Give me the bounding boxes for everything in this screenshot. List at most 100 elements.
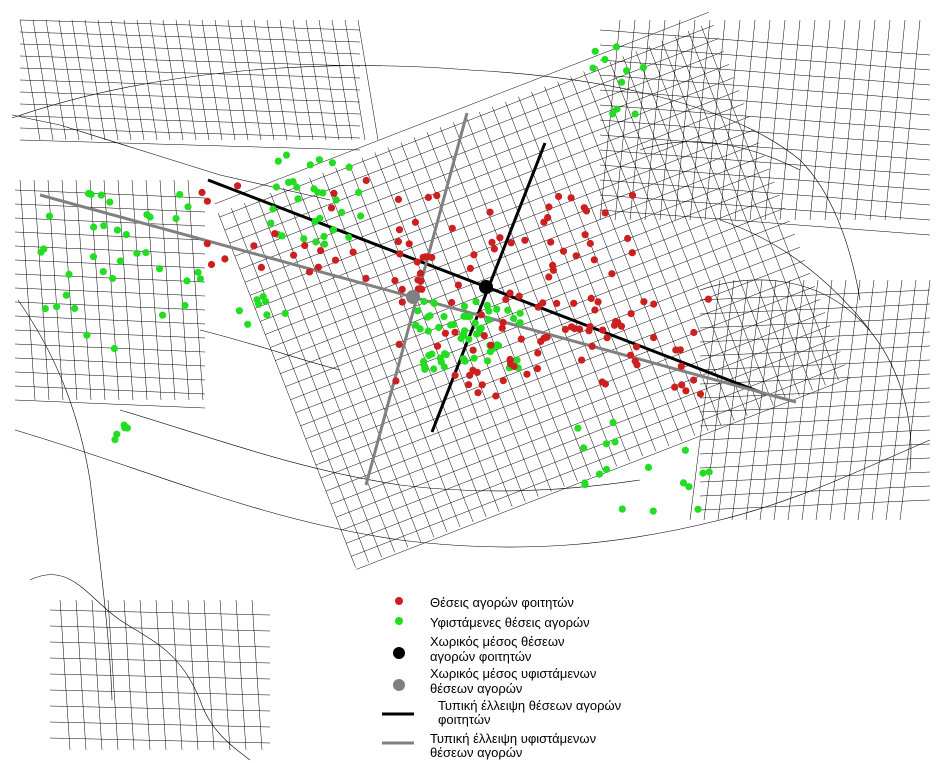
street: [779, 19, 801, 221]
existing-market-point: [574, 424, 582, 432]
street: [265, 142, 760, 335]
student-market-point: [250, 242, 258, 250]
student-market-point: [676, 346, 684, 354]
legend-dot-red: [395, 597, 403, 605]
student-market-point: [433, 192, 441, 200]
existing-market-point: [612, 43, 621, 51]
street: [33, 179, 50, 401]
street: [351, 364, 846, 557]
street: [201, 19, 223, 141]
street: [14, 399, 206, 409]
student-market-point: [203, 240, 211, 248]
street: [19, 31, 361, 43]
street: [244, 203, 382, 558]
existing-market-point: [235, 307, 243, 315]
existing-market-point: [679, 479, 688, 487]
legend-dot-grey: [393, 679, 405, 691]
street: [361, 157, 500, 512]
east-boundary: [719, 219, 871, 331]
existing-market-point: [116, 257, 124, 265]
street: [699, 499, 931, 511]
existing-market-point: [426, 312, 434, 320]
street: [479, 111, 617, 467]
existing-market-points: [37, 43, 713, 515]
street: [203, 599, 215, 751]
street: [219, 599, 231, 751]
street: [749, 19, 771, 221]
street: [71, 19, 93, 141]
legend-dot-green: [395, 617, 403, 625]
student-market-point: [392, 377, 400, 385]
existing-market-point: [461, 357, 469, 365]
student-market-point: [221, 255, 229, 263]
street: [229, 51, 725, 244]
street: [492, 106, 630, 462]
student-market-point: [586, 239, 594, 248]
student-market-point: [544, 214, 552, 222]
student-market-point: [628, 191, 637, 199]
existing-market-point: [470, 354, 478, 362]
student-market-point: [203, 197, 211, 205]
existing-market-point: [123, 424, 131, 432]
student-market-point: [549, 266, 558, 274]
existing-market-point: [595, 470, 604, 478]
student-market-point: [553, 299, 561, 307]
street: [648, 46, 787, 401]
student-market-point: [395, 340, 403, 348]
street: [19, 43, 361, 55]
street: [14, 287, 206, 297]
street: [731, 279, 763, 521]
street: [257, 197, 396, 553]
street: [155, 599, 167, 751]
street: [14, 231, 206, 241]
street: [599, 44, 931, 71]
existing-market-point: [441, 350, 449, 358]
student-market-point: [690, 376, 698, 384]
legend-label-existing-markets: Υφιστάμενες θέσεις αγορών: [430, 615, 590, 630]
existing-market-point: [278, 232, 286, 240]
student-market-point: [488, 238, 496, 246]
student-market-point: [271, 230, 279, 238]
street: [295, 220, 790, 414]
street: [336, 325, 831, 518]
student-market-point: [650, 300, 658, 308]
student-market-point: [413, 258, 421, 266]
river-road: [17, 299, 113, 701]
street-network: [11, 12, 931, 761]
street: [331, 19, 353, 141]
street: [341, 338, 836, 531]
street: [869, 19, 891, 221]
street: [49, 657, 271, 664]
student-market-point: [490, 245, 498, 253]
existing-market-point: [463, 312, 471, 321]
student-market-point: [677, 362, 685, 370]
existing-market-point: [267, 219, 275, 227]
student-market-point: [398, 298, 406, 306]
existing-market-point: [37, 248, 45, 256]
existing-market-point: [194, 268, 202, 276]
existing-market-point: [435, 323, 443, 332]
existing-market-point: [472, 298, 480, 306]
street: [325, 299, 821, 492]
student-market-point: [496, 234, 504, 242]
street: [19, 115, 361, 127]
student-market-point: [448, 298, 456, 307]
street: [14, 343, 206, 353]
student-market-point: [632, 343, 641, 351]
student-market-point: [591, 306, 599, 314]
existing-market-point: [312, 238, 320, 246]
student-market-point: [627, 351, 635, 359]
student-market-point: [405, 240, 413, 248]
street: [699, 317, 931, 329]
existing-market-point: [345, 233, 353, 241]
street: [14, 385, 206, 395]
street: [97, 19, 119, 141]
existing-market-point: [181, 301, 189, 310]
existing-market-point: [436, 354, 444, 362]
street: [699, 359, 931, 371]
existing-market-point: [100, 222, 108, 230]
existing-market-point: [461, 327, 469, 335]
street: [49, 721, 271, 728]
existing-market-point: [631, 110, 639, 118]
street: [75, 599, 87, 751]
